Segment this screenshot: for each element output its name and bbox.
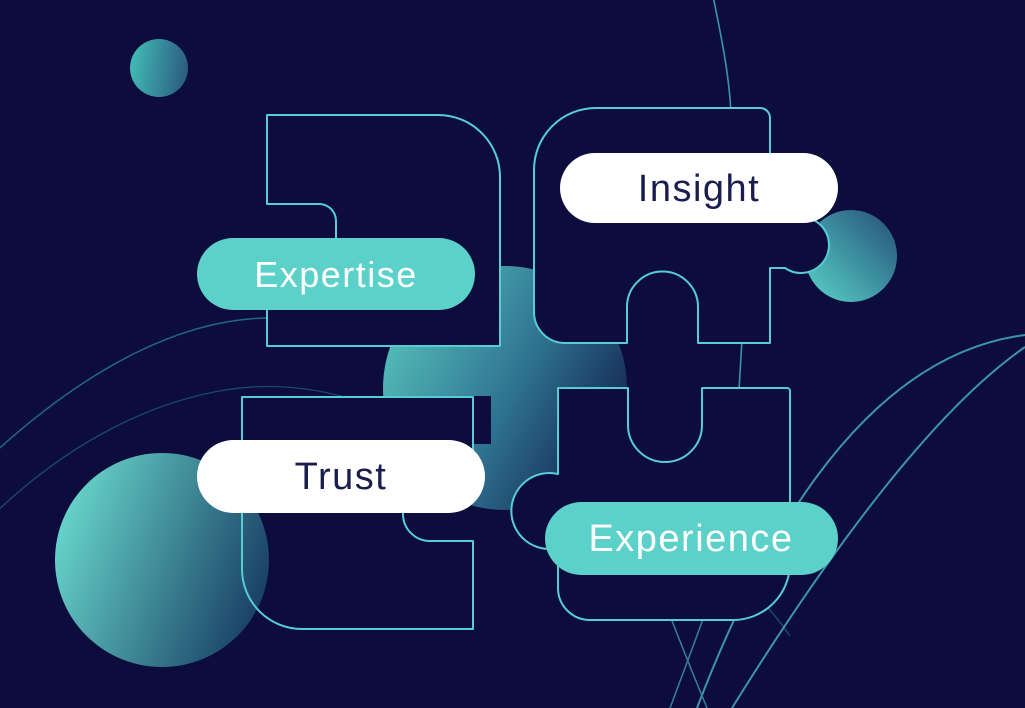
gradient-circle-right [805,210,897,302]
pill-expertise-background [197,238,475,310]
vertical-curve-gap-segment [738,339,743,391]
pill-trust-label: Trust [295,456,388,498]
pill-insight-background [560,153,838,223]
pill-expertise-label: Expertise [254,254,418,295]
pill-insight: Insight [560,153,838,223]
faint-arc-left-lower [0,385,381,510]
puzzle-piece-experience-outline [510,387,791,621]
vertical-curve-top-segment [712,0,732,113]
pill-trust-background [197,440,485,513]
gap-shade-patch [473,396,491,444]
concept-pills: Expertise Insight Trust Experience [197,153,838,575]
pill-expertise: Expertise [197,238,475,310]
pill-experience-background [545,502,838,575]
puzzle-piece-expertise-outline [266,114,501,347]
pill-trust: Trust [197,440,485,513]
pill-experience: Experience [545,502,838,575]
pill-experience-label: Experience [588,518,793,560]
sweep-curve-2 [731,346,1025,708]
puzzle-piece-trust-outline [241,396,474,630]
pill-insight-label: Insight [638,168,760,210]
gradient-circle-top-left [130,39,188,97]
